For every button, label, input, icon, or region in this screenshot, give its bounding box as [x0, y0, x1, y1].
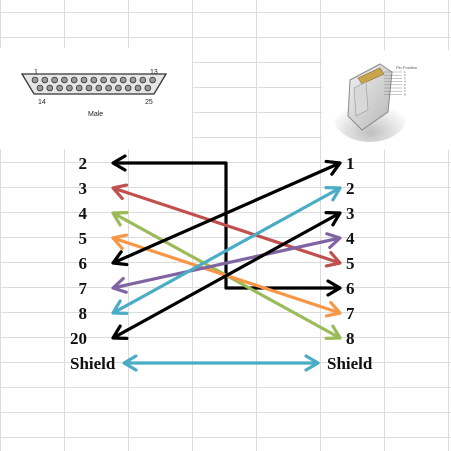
db25-pin-25-label: 25: [145, 99, 153, 106]
wire-arrowhead: [324, 300, 342, 318]
db25-pin-dot: [61, 76, 68, 84]
wire-arrowhead: [326, 279, 342, 297]
left-pin-3: 3: [78, 179, 88, 198]
db25-pin-dot: [100, 76, 107, 84]
wire-arrowhead: [111, 154, 127, 172]
right-pin-1: 1: [346, 154, 355, 173]
db25-pin-dot: [124, 84, 132, 92]
wire-arrowhead: [111, 299, 129, 315]
db25-pin-dot: [119, 76, 127, 84]
db25-top-pin-row: [31, 76, 156, 84]
wire-arrowhead: [111, 233, 129, 251]
db25-pin-dot: [115, 84, 122, 92]
db25-pin-dot: [134, 84, 142, 92]
db25-pin-dot: [80, 76, 88, 84]
wire-arrowhead: [324, 324, 342, 340]
wire-arrowhead: [111, 250, 129, 267]
db25-male-connector-image: 1 13 14 25 Male: [20, 69, 168, 118]
right-pin-5: 5: [346, 254, 355, 273]
db25-pin-dot: [31, 76, 39, 84]
wire-arrowhead: [324, 159, 342, 176]
db25-pin-dot: [36, 84, 44, 92]
left-pin-6: 6: [78, 254, 88, 273]
db25-pin-dot: [85, 84, 93, 92]
db25-pin-dot: [46, 84, 54, 92]
db25-pin-14-label: 14: [38, 99, 46, 106]
rj45-pin-number: 4: [404, 80, 406, 84]
left-pin-20: 20: [70, 329, 87, 348]
wire-arrowhead: [304, 354, 320, 372]
right-pin-shield: Shield: [327, 354, 373, 373]
db25-pin-dot: [75, 84, 83, 92]
rj45-pin-number: 1: [404, 70, 406, 74]
right-pin-7: 7: [346, 304, 355, 323]
left-pin-8: 8: [78, 304, 88, 323]
rj45-pin-number: 8: [404, 92, 406, 96]
db25-connector-panel: 1 13 14 25 Male: [0, 48, 192, 149]
wire-arrowhead: [111, 276, 128, 294]
db25-pin-13-label: 13: [150, 69, 158, 76]
db25-pin-dot: [41, 76, 49, 84]
db25-pin-dot: [149, 76, 156, 84]
rj45-pin-number: 6: [404, 86, 406, 90]
db25-pin-dot: [110, 76, 117, 84]
wire-arrowhead: [122, 354, 138, 372]
left-pin-7: 7: [78, 279, 88, 298]
db25-pin-dot: [144, 84, 152, 92]
wire-arrowhead: [111, 183, 129, 201]
wire-7-to-4: [112, 236, 341, 290]
db25-pin-dot: [51, 76, 58, 84]
rj45-pin-number: 2: [404, 73, 406, 77]
db25-pin-dot: [70, 76, 78, 84]
rj45-pin-number: 5: [404, 83, 406, 87]
db25-pin-dot: [105, 84, 112, 92]
wire-arrowhead: [324, 211, 342, 227]
db25-pin-dot: [129, 76, 137, 84]
wire-arrowhead: [111, 324, 129, 340]
db25-pin-dot: [139, 76, 147, 84]
right-pin-6: 6: [346, 279, 355, 298]
rj45-pin-number: 3: [404, 76, 406, 80]
wire-arrowhead: [324, 250, 342, 268]
left-pin-shield: Shield: [70, 354, 116, 373]
db25-bottom-pin-row: [36, 84, 152, 92]
right-pin-4: 4: [346, 229, 355, 248]
wire-arrowhead: [324, 186, 342, 202]
wire-8-to-2: [112, 186, 341, 315]
wire-6-to-1: [112, 161, 341, 265]
db25-pin-dot: [95, 84, 103, 92]
rj45-contacts: [357, 67, 385, 85]
right-pin-2: 2: [346, 179, 355, 198]
db25-pin-dot: [56, 84, 63, 92]
rj45-clip: [353, 81, 369, 117]
wire-arrowhead: [111, 211, 129, 227]
wire-20-to-3: [112, 211, 341, 340]
rj45-pin-number: 7: [404, 89, 406, 93]
wire-arrowhead: [325, 232, 342, 250]
left-pin-2: 2: [78, 154, 88, 173]
right-pin-3: 3: [346, 204, 355, 223]
db25-pin-dot: [90, 76, 98, 84]
rj45-caption: Pin Position: [396, 65, 417, 70]
left-pin-4: 4: [78, 204, 88, 223]
db25-pin-1-label: 1: [34, 69, 38, 76]
wire-3-to-5: [112, 186, 341, 265]
left-pin-5: 5: [78, 229, 88, 248]
db25-pin-dot: [66, 84, 73, 92]
db25-gender-label: Male: [88, 111, 103, 118]
wire-group: [111, 154, 342, 372]
right-pin-8: 8: [346, 329, 355, 348]
